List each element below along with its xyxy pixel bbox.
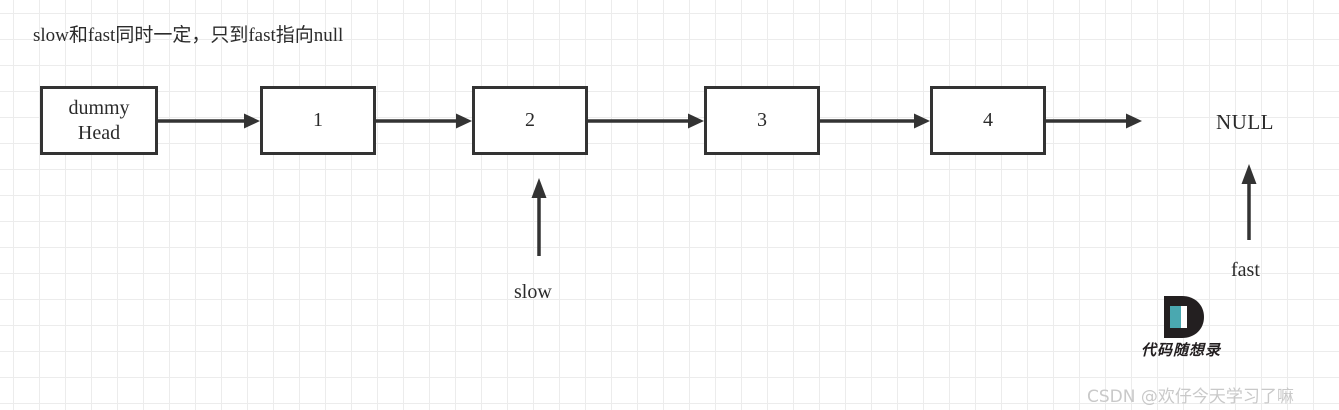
- fast-pointer-arrow: [1239, 164, 1259, 240]
- node-box-2: 2: [472, 86, 588, 155]
- daimasuixianglu-d-icon: [1164, 296, 1204, 338]
- node-label: 3: [757, 109, 767, 131]
- node-box-3: 3: [704, 86, 820, 155]
- node-label: 4: [983, 109, 993, 131]
- brand-logo-caption: 代码随想录: [1140, 341, 1221, 359]
- arrow-3-to-4: [820, 111, 930, 131]
- arrow-dummy-to-1: [158, 111, 260, 131]
- node-box-dummy-head: dummy Head: [40, 86, 158, 155]
- fast-pointer-label: fast: [1231, 259, 1260, 281]
- node-label: 2: [525, 109, 535, 131]
- slow-pointer-arrow: [529, 178, 549, 256]
- null-terminator-label: NULL: [1216, 110, 1274, 134]
- node-box-1: 1: [260, 86, 376, 155]
- node-label-line1: dummy: [68, 96, 130, 119]
- brand-logo-block: 代码随想录: [1122, 296, 1240, 360]
- csdn-watermark: CSDN @欢仔今天学习了嘛: [1087, 387, 1294, 407]
- node-label-line2: Head: [77, 121, 121, 144]
- diagram-title: slow和fast同时一定，只到fast指向null: [33, 25, 344, 46]
- node-label: dummy Head: [68, 96, 129, 146]
- node-label: 1: [313, 109, 323, 131]
- arrow-2-to-3: [588, 111, 704, 131]
- slow-pointer-label: slow: [514, 281, 552, 303]
- arrow-1-to-2: [376, 111, 472, 131]
- node-box-4: 4: [930, 86, 1046, 155]
- arrow-4-to-null: [1046, 111, 1142, 131]
